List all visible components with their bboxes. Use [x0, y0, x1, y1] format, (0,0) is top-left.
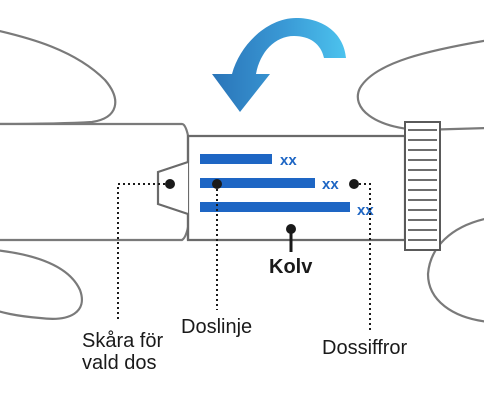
callout-dots [165, 179, 359, 234]
dose-line-label: Doslinje [181, 316, 253, 338]
dose-numbers-label: Dossiffror [322, 337, 408, 359]
dose-numbers-callout-line [354, 183, 371, 330]
dose-mark: xx [280, 152, 297, 169]
notch-label: Skåra för vald dos [82, 330, 164, 374]
notch-dot [165, 179, 175, 189]
plunger-label: Kolv [269, 256, 313, 278]
dose-stripes [200, 154, 350, 212]
dose-stripe [200, 178, 315, 188]
dose-stripe [200, 202, 350, 212]
left-hand [0, 30, 193, 320]
dose-marks: xx xx xx [280, 152, 374, 219]
plunger-dot [286, 224, 296, 234]
rotate-arrow-icon [212, 18, 346, 112]
dose-stripe [200, 154, 272, 164]
right-hand [356, 39, 484, 323]
dial-knob-icon [404, 121, 441, 251]
dose-numbers-dot [349, 179, 359, 189]
notch-callout-line [117, 183, 170, 322]
dose-mark: xx [357, 202, 374, 219]
dose-mark: xx [322, 176, 339, 193]
dose-line-dot [212, 179, 222, 189]
